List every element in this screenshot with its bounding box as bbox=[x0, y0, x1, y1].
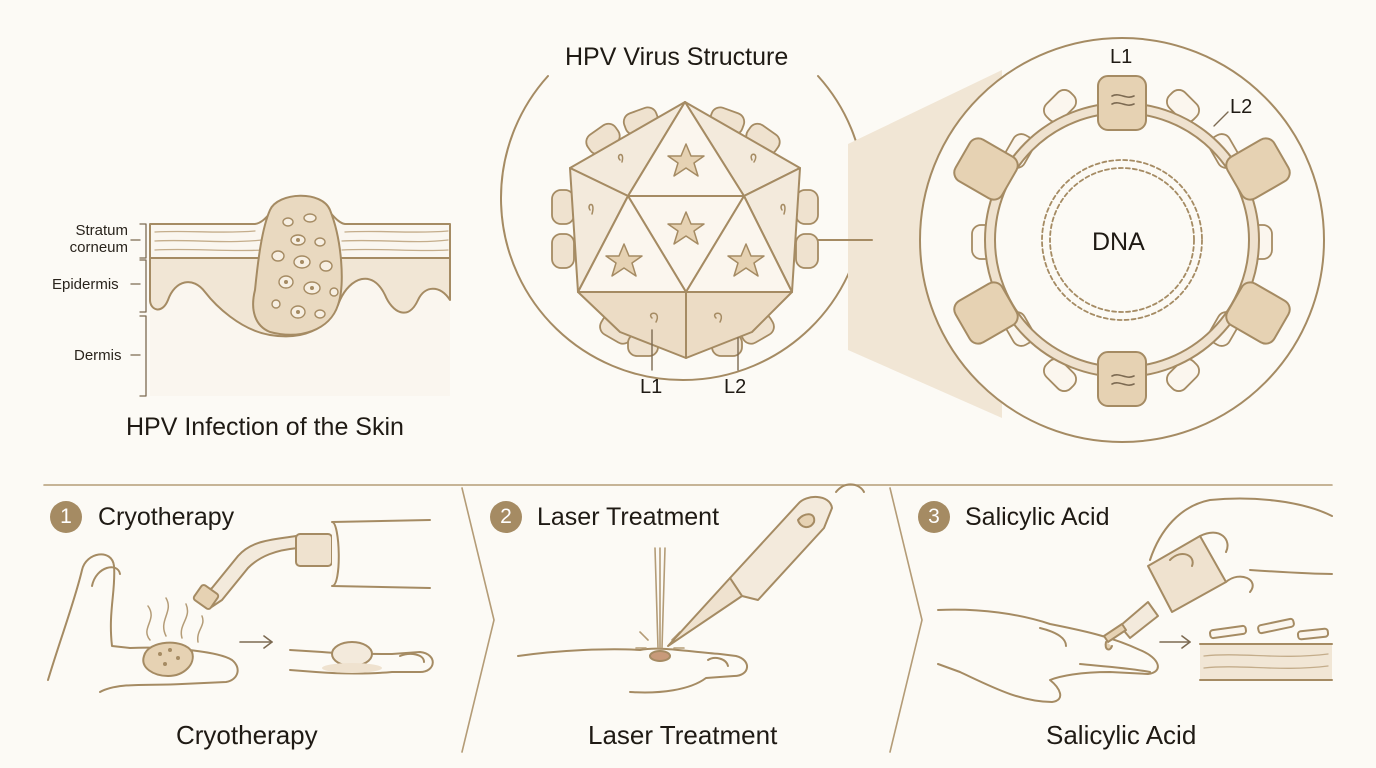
hand-thumb bbox=[47, 553, 239, 693]
l2-label-capsid: L2 bbox=[724, 376, 747, 398]
cryo-canister-neck bbox=[295, 533, 333, 567]
treated-wart bbox=[142, 641, 194, 677]
laser-pen bbox=[729, 496, 833, 601]
virion-cross-section bbox=[919, 37, 1325, 443]
panel-divider-1 bbox=[461, 487, 495, 753]
dna-label: DNA bbox=[1092, 228, 1145, 256]
dropper-bottle bbox=[1147, 535, 1227, 613]
salicylic-heading: Salicylic Acid bbox=[965, 503, 1110, 531]
skin-cross-section bbox=[130, 194, 451, 397]
dermis-label: Dermis bbox=[74, 347, 122, 364]
salicylic-caption: Salicylic Acid bbox=[1046, 720, 1197, 750]
frozen-blister bbox=[331, 641, 373, 667]
virus-section-title: HPV Virus Structure bbox=[565, 43, 789, 71]
laser-beam bbox=[635, 547, 685, 649]
cryotherapy-caption: Cryotherapy bbox=[176, 720, 318, 750]
cryotherapy-heading: Cryotherapy bbox=[98, 503, 235, 531]
salicylic-illustration bbox=[937, 497, 1333, 703]
skin-section-title: HPV Infection of the Skin bbox=[126, 413, 404, 441]
virus-structure bbox=[500, 37, 1325, 443]
panel-divider-2 bbox=[889, 487, 923, 753]
applying-hand bbox=[1149, 497, 1333, 593]
l1-label-zoom: L1 bbox=[1110, 46, 1133, 68]
skin-layer-result bbox=[1199, 617, 1333, 681]
cryo-canister bbox=[331, 519, 431, 589]
dna-genome bbox=[1041, 159, 1203, 321]
step-badge-1: 1 bbox=[50, 501, 82, 533]
l1-pentamers bbox=[953, 75, 1291, 407]
l2-label-zoom: L2 bbox=[1230, 96, 1253, 118]
laser-caption: Laser Treatment bbox=[588, 720, 778, 750]
cryotherapy-illustration bbox=[47, 519, 434, 693]
laser-spot bbox=[649, 650, 671, 662]
laser-illustration bbox=[517, 483, 865, 694]
laser-hand bbox=[517, 647, 748, 694]
step-badge-2: 2 bbox=[490, 501, 522, 533]
step-badge-3: 3 bbox=[918, 501, 950, 533]
l1-label-capsid: L1 bbox=[640, 376, 663, 398]
epidermis-label: Epidermis bbox=[52, 276, 119, 293]
laser-heading: Laser Treatment bbox=[537, 503, 720, 531]
stratum-corneum-label: Stratum corneum bbox=[69, 222, 128, 256]
patient-hand bbox=[937, 608, 1159, 703]
